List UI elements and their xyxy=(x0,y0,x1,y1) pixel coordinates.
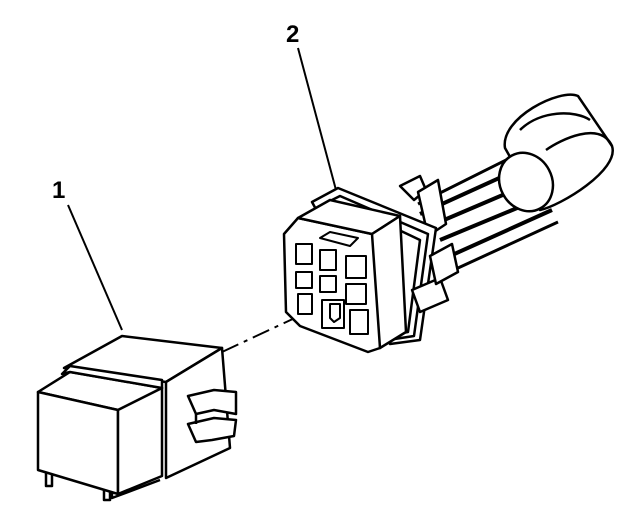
terminal-cavity xyxy=(295,243,313,265)
callout-leader-2 xyxy=(297,47,337,191)
callout-label-2: 2 xyxy=(286,21,299,48)
terminal-cavity xyxy=(345,283,367,305)
terminal-cavity xyxy=(319,249,337,271)
connector-lock-tab xyxy=(428,242,460,286)
relay-clip-lower xyxy=(186,416,238,444)
terminal-cavity xyxy=(295,271,313,289)
connector-right-face xyxy=(370,214,408,350)
callout-leader-1 xyxy=(67,204,123,331)
relay-pin xyxy=(102,490,112,502)
terminal-cavities xyxy=(295,231,369,335)
connector-side-clip xyxy=(410,276,450,314)
connector xyxy=(282,93,614,354)
connector-side-latch xyxy=(416,178,448,238)
terminal-cavity xyxy=(319,275,337,293)
relay-pin xyxy=(110,478,161,500)
terminal-cavity xyxy=(297,293,313,315)
terminal-cavity xyxy=(349,309,369,335)
terminal-cavity xyxy=(345,255,367,279)
conduit-opening xyxy=(497,151,555,213)
relay-front-right-face xyxy=(116,386,164,496)
relay xyxy=(36,334,238,502)
relay-band xyxy=(60,364,164,390)
relay-clip-upper xyxy=(186,388,238,416)
wire-harness xyxy=(417,93,614,270)
terminal xyxy=(329,303,341,323)
cavity-latch-window xyxy=(319,231,359,247)
callout-label-1: 1 xyxy=(52,177,65,204)
